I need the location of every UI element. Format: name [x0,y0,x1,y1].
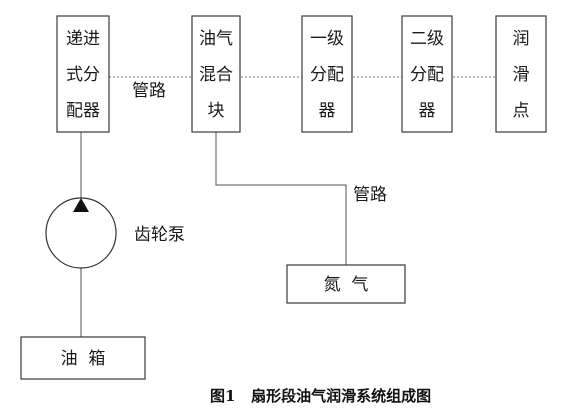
pipe-label-top: 管路 [132,81,166,101]
progressive-distributor-line-2: 式分 [66,65,100,85]
lubrication-point-line-3: 点 [513,101,530,121]
primary-distributor-line-3: 器 [319,101,336,121]
gear-pump-arrow-icon [73,198,89,212]
secondary-distributor-line-1: 二级 [410,29,444,49]
primary-distributor-line-1: 一级 [310,29,344,49]
secondary-distributor-line-3: 器 [419,101,436,121]
primary-distributor-box: 一级 分配 器 [301,15,353,133]
progressive-distributor-line-1: 递进 [66,29,100,49]
gear-pump-symbol [45,197,117,269]
mixer-to-nitrogen-line [215,132,347,265]
pipe-label-side: 管路 [353,185,387,205]
oil-air-mixer-line-3: 块 [208,101,225,121]
oil-tank-label: 油 箱 [61,349,106,369]
lubrication-point-box: 润 滑 点 [495,15,547,133]
nitrogen-label: 氮 气 [324,275,369,295]
secondary-distributor-line-2: 分配 [410,65,444,85]
lubrication-point-line-2: 滑 [513,65,530,85]
nitrogen-box: 氮 气 [286,264,406,304]
primary-distributor-line-2: 分配 [310,65,344,85]
gear-pump-label: 齿轮泵 [134,225,185,245]
figure-caption: 图1 扇形段油气润滑系统组成图 [210,387,431,405]
oil-air-mixer-line-2: 混合 [199,65,233,85]
secondary-distributor-box: 二级 分配 器 [401,15,453,133]
oil-air-mixer-line-1: 油气 [199,29,233,49]
oil-air-mixer-box: 油气 混合 块 [191,15,241,133]
progressive-distributor-line-3: 配器 [66,101,100,121]
oil-tank-box: 油 箱 [20,336,146,380]
lubrication-point-line-1: 润 [513,29,530,49]
progressive-distributor-box: 递进 式分 配器 [56,15,110,133]
